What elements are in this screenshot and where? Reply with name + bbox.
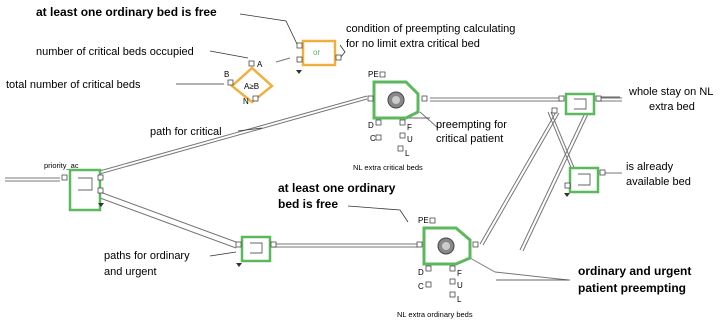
- compare-label: A≥B: [244, 82, 259, 91]
- already-available-block[interactable]: [564, 166, 606, 197]
- or-block[interactable]: or: [296, 39, 342, 74]
- seize-critical-name: NL extra critical beds: [353, 163, 423, 172]
- path-preempt-critical: [419, 111, 439, 129]
- leader-path-critical: [237, 127, 263, 132]
- compare-block[interactable]: A≥B A B N: [224, 57, 291, 106]
- or-label: or: [313, 48, 320, 57]
- path-critical-line: [95, 95, 368, 176]
- route-ordinary-block[interactable]: [235, 235, 277, 267]
- leader-paths-ordinary: [209, 251, 237, 257]
- seize-ordinary-pe: PE: [418, 216, 429, 225]
- leader-free-bed-top: [239, 13, 298, 45]
- seize-ordinary-f: F: [457, 269, 462, 278]
- note-preempt-critical-line1: preempting for: [436, 119, 507, 131]
- leader-condition: [339, 44, 346, 59]
- leader-free-bed-mid: [347, 205, 409, 223]
- note-paths-ordinary-line2: and urgent: [104, 266, 157, 278]
- seize-ordinary-u: U: [457, 281, 463, 290]
- seize-critical-pe: PE: [368, 70, 379, 79]
- note-available-line2: available bed: [626, 176, 691, 188]
- path-ordinary-line: [99, 191, 237, 249]
- note-whole-stay-line1: whole stay on NL: [628, 86, 713, 98]
- note-total-critical: total number of critical beds: [6, 79, 141, 91]
- note-ordinary-preempt-line1: ordinary and urgent: [578, 264, 691, 278]
- note-free-bed-top: at least one ordinary bed is free: [36, 5, 217, 19]
- port-b: B: [224, 70, 229, 79]
- note-condition-line1: condition of preempting calculating: [346, 23, 515, 35]
- note-available-line1: is already: [626, 161, 674, 173]
- seize-ordinary-c: C: [418, 282, 424, 291]
- leader-lines: [176, 13, 620, 281]
- note-whole-stay-line2: extra bed: [649, 101, 695, 113]
- seize-critical-l: L: [405, 149, 410, 158]
- seize-critical-d: D: [368, 121, 374, 130]
- note-ordinary-preempt-line2: patient preempting: [578, 281, 686, 295]
- note-free-bed-mid-line1: at least one ordinary: [278, 181, 396, 195]
- priority-label: priority_ac: [44, 161, 79, 170]
- path-ordinary-to-stay: [479, 111, 560, 246]
- note-free-bed-mid-line2: bed is free: [278, 197, 338, 211]
- path-preempt-ordinary: [469, 257, 569, 281]
- note-paths-ordinary-line1: paths for ordinary: [104, 250, 190, 262]
- seize-ordinary-d: D: [418, 268, 424, 277]
- leader-critical-occupied: [209, 50, 249, 59]
- note-path-critical: path for critical: [150, 126, 222, 138]
- path-input: [5, 177, 60, 182]
- path-route-to-seize: [272, 243, 418, 248]
- port-n: N: [243, 97, 249, 106]
- note-critical-occupied: number of critical beds occupied: [36, 46, 194, 58]
- seize-critical-block[interactable]: PE D C F U L NL extra critical beds: [353, 70, 428, 172]
- annotations: at least one ordinary bed is free number…: [6, 5, 713, 295]
- seize-critical-c: C: [370, 134, 376, 143]
- note-condition-line2: for no limit extra critical bed: [346, 38, 480, 50]
- seize-ordinary-l: L: [457, 295, 462, 304]
- path-critical-to-stay: [430, 97, 562, 102]
- seize-critical-f: F: [407, 123, 412, 132]
- port-a: A: [257, 60, 263, 69]
- note-preempt-critical-line2: critical patient: [436, 133, 503, 145]
- seize-ordinary-name: NL extra ordinary beds: [397, 310, 473, 319]
- seize-critical-u: U: [407, 135, 413, 144]
- seize-ordinary-block[interactable]: PE D C F U L NL extra ordinary beds: [397, 216, 479, 319]
- entity-paths: [5, 95, 622, 281]
- whole-stay-block[interactable]: [551, 92, 602, 116]
- path-cross-1: [519, 112, 589, 252]
- priority-block[interactable]: priority_ac: [44, 161, 104, 212]
- path-cross-2: [547, 111, 576, 171]
